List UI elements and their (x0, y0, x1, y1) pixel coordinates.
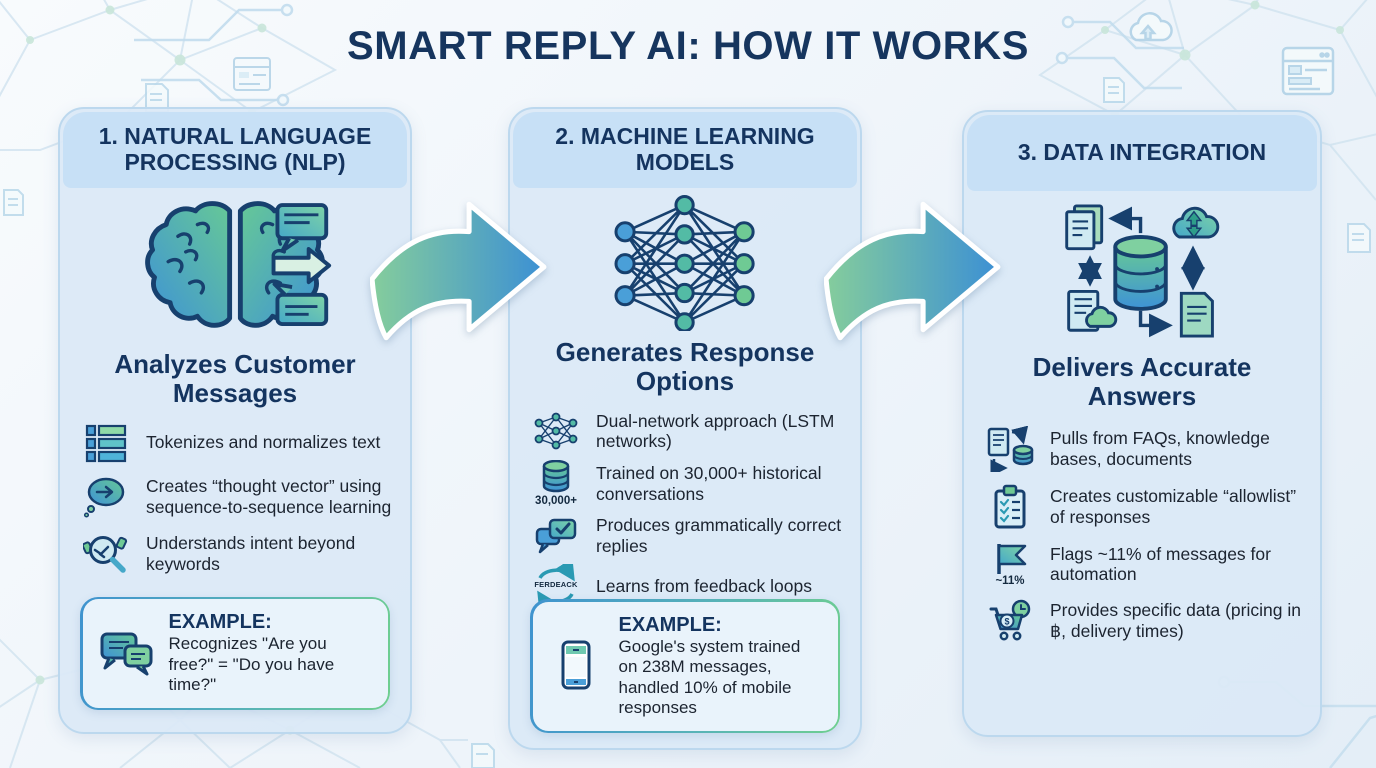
card-data-header: 3. DATA INTEGRATION (967, 115, 1317, 191)
list-icon (78, 423, 134, 463)
bullet-item: 30,000+ Trained on 30,000+ historical co… (528, 460, 844, 507)
bullet-text: Understands intent beyond keywords (146, 533, 356, 574)
card-data-bullets: Pulls from FAQs, knowledge bases, docume… (964, 425, 1320, 643)
bullet-item: ~11% Flags ~11% of messages for automati… (982, 542, 1304, 587)
card-nlp: 1. NATURAL LANGUAGE PROCESSING (NLP) Ana… (58, 107, 412, 734)
bullet-item: Dual-network approach (LSTM networks) (528, 411, 844, 452)
bullet-text: Creates “thought vector” using sequence-… (146, 476, 392, 517)
bullet-item: Tokenizes and normalizes text (78, 423, 394, 463)
card-nlp-subtitle: Analyzes Customer Messages (114, 349, 356, 409)
example-label: EXAMPLE: (168, 611, 272, 634)
card-data-subtitle: Delivers Accurate Answers (1032, 352, 1252, 412)
example-box-nlp: EXAMPLE: Recognizes "Are you free?" = "D… (80, 596, 390, 710)
database-icon: 30,000+ (528, 460, 584, 507)
bullet-item: Creates “thought vector” using sequence-… (78, 475, 394, 519)
example-text: Google's system trained on 238M messages… (618, 636, 801, 718)
bullet-text: Pulls from FAQs, knowledge bases, docume… (1050, 428, 1270, 469)
bullet-text: Learns from feedback loops (596, 575, 812, 596)
card-ml-header: 2. MACHINE LEARNING MODELS (513, 112, 857, 188)
bullet-item: $ Provides specific data (pricing in ฿, … (982, 599, 1304, 643)
thought-vector-icon (78, 475, 134, 519)
example-text: Recognizes "Are you free?" = "Do you hav… (168, 634, 335, 695)
phone-icon (547, 640, 605, 692)
curved-flow-arrow-icon (824, 201, 1001, 341)
bullet-text: Trained on 30,000+ historical conversati… (596, 462, 822, 504)
svg-text:$: $ (1004, 616, 1009, 626)
card-nlp-header: 1. NATURAL LANGUAGE PROCESSING (NLP) (63, 112, 407, 188)
bullet-text: Provides specific data (pricing in ฿, de… (1050, 600, 1301, 641)
flag-icon: ~11% (982, 542, 1038, 587)
example-box-ml: EXAMPLE: Google's system trained on 238M… (530, 599, 840, 733)
bullet-item: Creates customizable “allowlist” of resp… (982, 484, 1304, 530)
card-ml-bullets: Dual-network approach (LSTM networks) 30… (510, 411, 860, 609)
card-data-integration: 3. DATA INTEGRATION (962, 110, 1322, 737)
intent-search-icon (78, 531, 134, 577)
cart-dollar-clock-icon: $ (982, 599, 1038, 643)
chat-check-icon (528, 517, 584, 555)
bullet-text: Dual-network approach (LSTM networks) (596, 410, 835, 452)
bullet-item: Understands intent beyond keywords (78, 531, 394, 577)
flag-icon-label: ~11% (995, 574, 1025, 587)
chat-bubbles-icon (97, 629, 155, 677)
curved-flow-arrow-icon (370, 201, 547, 341)
card-nlp-bullets: Tokenizes and normalizes text Creates “t… (60, 423, 410, 577)
data-hub-icon (964, 195, 1320, 347)
neural-network-icon (510, 192, 860, 332)
clipboard-checklist-icon (982, 484, 1038, 530)
bullet-text: Creates customizable “allowlist” of resp… (1050, 486, 1297, 527)
bullet-item: Pulls from FAQs, knowledge bases, docume… (982, 425, 1304, 472)
example-label: EXAMPLE: (618, 613, 722, 636)
mini-network-icon (528, 411, 584, 451)
brain-speech-icon (60, 192, 410, 344)
bullet-item: Produces grammatically correct replies (528, 515, 844, 556)
bullet-text: Flags ~11% of messages for automation (1050, 543, 1271, 585)
bullet-text: Produces grammatically correct replies (596, 515, 842, 556)
feedback-icon-label: FERDEACK (534, 580, 578, 590)
card-ml-subtitle: Generates Response Options (555, 337, 815, 397)
card-ml-models: 2. MACHINE LEARNING MODELS Generates Res… (508, 107, 862, 750)
database-icon-label: 30,000+ (535, 495, 577, 508)
doc-database-sync-icon (982, 425, 1038, 472)
page-title: SMART REPLY AI: HOW IT WORKS (347, 24, 1029, 68)
bullet-text: Tokenizes and normalizes text (146, 432, 381, 453)
